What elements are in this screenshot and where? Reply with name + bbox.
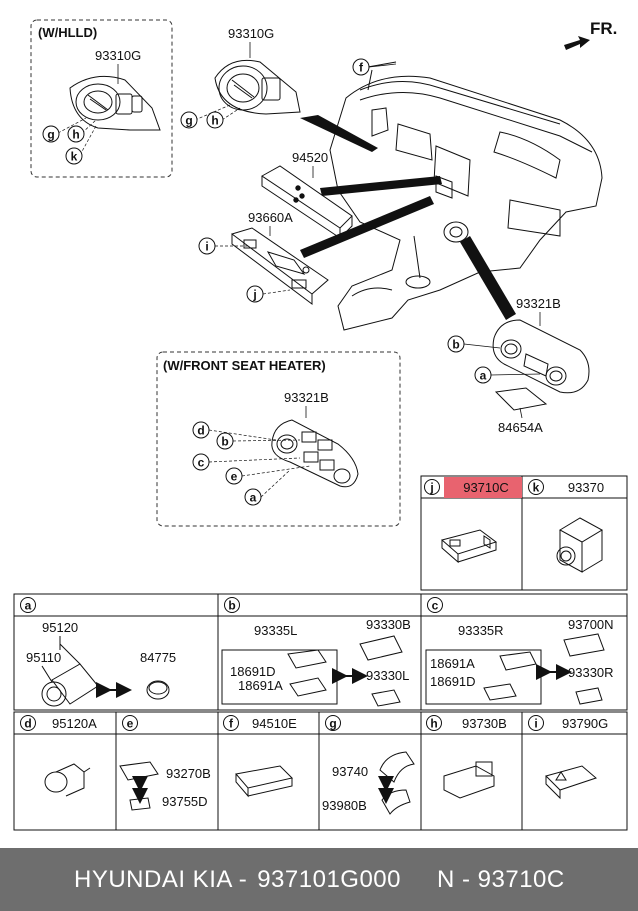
front-seat-heater-label: (W/FRONT SEAT HEATER)	[163, 358, 326, 373]
table-letter-d: d	[24, 717, 31, 731]
main-bezel-group: 93310G g h	[180, 26, 378, 152]
part-95110: 95110	[26, 650, 61, 665]
callout-a: a	[480, 369, 487, 383]
table-letter-j: j	[429, 481, 433, 495]
part-18691d-c: 18691D	[430, 674, 476, 689]
callout-i: i	[205, 240, 208, 254]
footer-code: N - 93710C	[437, 865, 565, 893]
footer-bar: HYUNDAI KIA - 937101G000 N - 93710C	[0, 848, 638, 911]
main-bezel-part: 93310G	[228, 26, 274, 41]
table-letter-c: c	[432, 599, 439, 613]
callout-f-group: f	[352, 58, 397, 76]
table-letter-f: f	[229, 717, 234, 731]
part-93335r: 93335R	[458, 623, 504, 638]
parts-table-jk: j 93710C k 93370	[420, 475, 628, 591]
console-panel-group: 93321B b a 84654A	[447, 236, 590, 435]
hlld-bezel-drawing	[69, 75, 161, 131]
part-93335l: 93335L	[254, 623, 297, 638]
heater-panel-part: 93321B	[284, 390, 329, 405]
callout-b-heater: b	[221, 435, 228, 449]
footer-part-number: 937101G000	[257, 865, 401, 893]
table-letter-e: e	[127, 717, 134, 731]
highlighted-part-cell	[444, 477, 522, 498]
part-93755d: 93755D	[162, 794, 208, 809]
part-93710c: 93710C	[463, 480, 509, 495]
callout-f: f	[359, 61, 364, 75]
table-letter-a: a	[25, 599, 32, 613]
callout-g-main: g	[185, 114, 192, 128]
dashboard-drawing	[329, 61, 603, 331]
part-18691a-b: 18691A	[238, 678, 283, 693]
bracket-part: 93660A	[248, 210, 293, 225]
switch-93710c-drawing	[440, 529, 498, 564]
callout-c-heater: c	[198, 456, 205, 470]
hlld-group-label: (W/HLLD)	[38, 25, 97, 40]
callout-h: h	[72, 128, 79, 142]
parts-table-abc: a b c 95120 95110 84775 93335L 93330B 18…	[13, 593, 628, 711]
callout-e-heater: e	[231, 470, 238, 484]
part-93330r: 93330R	[568, 665, 614, 680]
crash-pad-group: 94520	[261, 150, 442, 239]
front-direction-indicator: FR.	[564, 19, 617, 50]
front-seat-heater-group: (W/FRONT SEAT HEATER) 93321B d b c e a	[156, 351, 401, 527]
direction-label: FR.	[590, 19, 617, 38]
part-93330l: 93330L	[366, 668, 409, 683]
part-95120a: 95120A	[52, 716, 97, 731]
callout-h-main: h	[211, 114, 218, 128]
footer-brand: HYUNDAI KIA -	[74, 865, 248, 893]
callout-d-heater: d	[197, 424, 204, 438]
hlld-group: (W/HLLD) 93310G g h k	[30, 19, 173, 178]
parts-diagram: FR. (W/HLLD) 93310G g h k 93310G	[13, 19, 628, 831]
table-letter-i: i	[534, 717, 537, 731]
parts-table-dghi: d 95120A e 93270B 93755D f 94510E g 9374…	[13, 711, 628, 831]
part-93330b: 93330B	[366, 617, 411, 632]
callout-j: j	[252, 288, 256, 302]
console-cover-part: 84654A	[498, 420, 543, 435]
part-93370: 93370	[568, 480, 604, 495]
hlld-bezel-part: 93310G	[95, 48, 141, 63]
callout-b: b	[452, 338, 459, 352]
table-letter-k: k	[533, 481, 540, 495]
part-95120: 95120	[42, 620, 78, 635]
part-93980b: 93980B	[322, 798, 367, 813]
part-93700n: 93700N	[568, 617, 614, 632]
part-93730b: 93730B	[462, 716, 507, 731]
part-93740: 93740	[332, 764, 368, 779]
part-93790g: 93790G	[562, 716, 608, 731]
bracket-group: 93660A i j	[198, 196, 434, 305]
callout-g: g	[47, 128, 54, 142]
part-84775: 84775	[140, 650, 176, 665]
callout-k: k	[71, 150, 78, 164]
callout-a-heater: a	[250, 491, 257, 505]
part-93270b: 93270B	[166, 766, 211, 781]
part-94510e: 94510E	[252, 716, 297, 731]
console-panel-part: 93321B	[516, 296, 561, 311]
table-letter-b: b	[228, 599, 235, 613]
table-letter-g: g	[329, 717, 336, 731]
part-18691a-c: 18691A	[430, 656, 475, 671]
switch-93370-drawing	[556, 517, 604, 573]
part-18691d-b: 18691D	[230, 664, 276, 679]
table-letter-h: h	[430, 717, 437, 731]
crash-pad-part: 94520	[292, 150, 328, 165]
